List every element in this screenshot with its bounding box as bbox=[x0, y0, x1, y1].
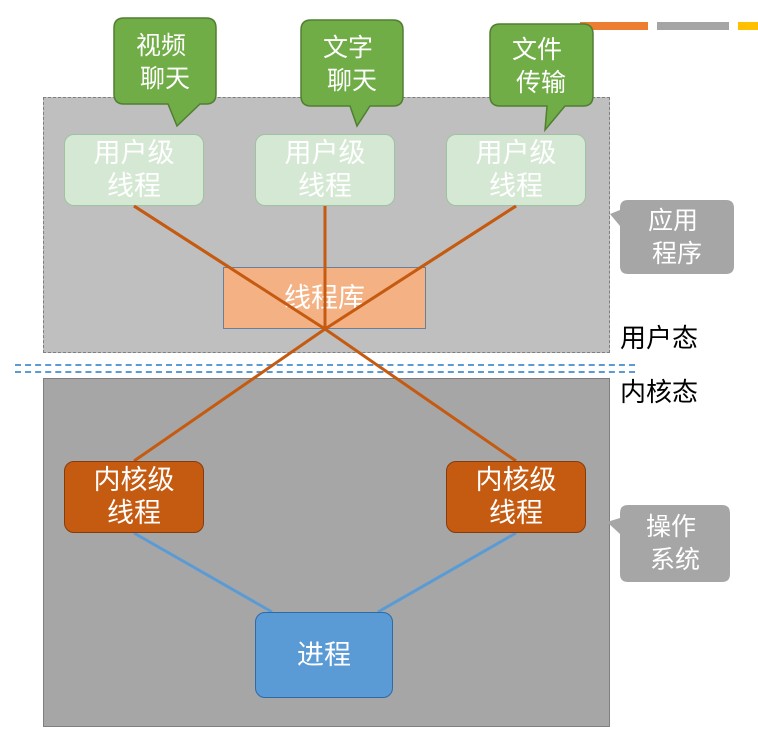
svg-text:应用 程序: 应用 程序 bbox=[648, 206, 706, 268]
mapping-line-klt1-process bbox=[133, 531, 273, 614]
app-bubble-text-chat-line2: 聊天 bbox=[327, 66, 377, 95]
svg-text:操作 系统: 操作 系统 bbox=[646, 512, 704, 574]
os-callout-line1: 操作 bbox=[646, 512, 696, 541]
app-bubble-text-chat-line1: 文字 bbox=[323, 33, 373, 62]
mode-separator-top bbox=[15, 364, 635, 366]
app-bubble-file-transfer-line2: 传输 bbox=[516, 68, 566, 97]
top-accent-bar-gray bbox=[657, 22, 729, 30]
kernel-thread-box-1: 内核级 线程 bbox=[64, 461, 204, 533]
mapping-line-klt2-process bbox=[377, 531, 517, 614]
process-box: 进程 bbox=[255, 612, 393, 698]
mode-separator-bottom bbox=[15, 371, 635, 373]
kernel-mode-label: 内核态 bbox=[620, 378, 699, 408]
thread-library-box: 线程库 bbox=[223, 267, 426, 329]
user-thread-box-3: 用户级 线程 bbox=[446, 134, 586, 206]
app-bubble-text-chat: 文字 聊天 bbox=[300, 19, 404, 128]
application-callout-line2: 程序 bbox=[652, 239, 702, 268]
svg-text:文字 聊天: 文字 聊天 bbox=[323, 33, 381, 95]
application-callout: 应用 程序 bbox=[610, 200, 734, 274]
kernel-thread-box-2: 内核级 线程 bbox=[446, 461, 586, 533]
top-accent-bar-orange bbox=[580, 22, 648, 30]
app-bubble-file-transfer: 文件 传输 bbox=[489, 23, 594, 133]
user-thread-box-2: 用户级 线程 bbox=[255, 134, 395, 206]
svg-text:视频 聊天: 视频 聊天 bbox=[136, 31, 194, 93]
os-callout-line2: 系统 bbox=[650, 545, 700, 574]
user-thread-box-1: 用户级 线程 bbox=[64, 134, 204, 206]
app-bubble-video-chat-line2: 聊天 bbox=[140, 64, 190, 93]
application-callout-line1: 应用 bbox=[648, 206, 698, 235]
os-callout: 操作 系统 bbox=[607, 505, 730, 582]
svg-text:文件 传输: 文件 传输 bbox=[512, 35, 570, 97]
user-mode-label: 用户态 bbox=[620, 324, 699, 354]
top-accent-bar-yellow bbox=[738, 22, 758, 30]
app-bubble-file-transfer-line1: 文件 bbox=[512, 35, 562, 64]
mapping-line-klt2 bbox=[324, 327, 517, 463]
app-bubble-video-chat-line1: 视频 bbox=[136, 31, 186, 60]
mapping-line-klt1 bbox=[133, 327, 326, 463]
app-bubble-video-chat: 视频 聊天 bbox=[113, 17, 217, 128]
